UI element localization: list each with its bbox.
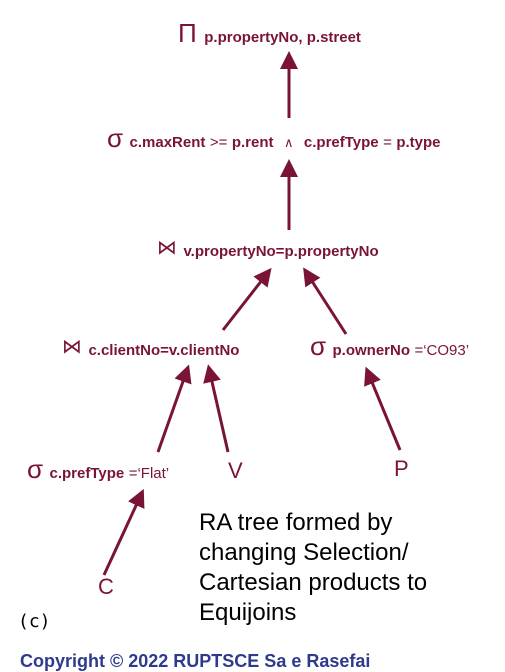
copyright-footer: Copyright © 2022 RUPTSCE Sa e Rasefai xyxy=(20,651,371,671)
join-client-symbol: ⋈ xyxy=(62,336,82,358)
join-property-node: ⋈ v.propertyNo=p.propertyNo xyxy=(157,237,379,260)
selection-preftype-attr: c.prefType xyxy=(50,465,125,482)
selection-rent-attr-a: c.maxRent xyxy=(130,134,206,151)
figure-caption: RA tree formed by changing Selection/ Ca… xyxy=(199,508,499,628)
selection-rent-node: σ c.maxRent >= p.rent ∧ c.prefType = p.t… xyxy=(107,123,441,153)
selection-owner-literal: =‘CO93’ xyxy=(414,342,469,359)
caption-line-4: Equijoins xyxy=(199,599,297,626)
projection-symbol: Π xyxy=(178,18,197,48)
caption-line-1: RA tree formed by xyxy=(199,509,393,536)
selection-rent-attr-b: p.rent xyxy=(232,134,274,151)
selection-rent-and-symbol: ∧ xyxy=(284,135,294,150)
selection-rent-op-a: >= xyxy=(210,134,228,151)
leaf-v: V xyxy=(228,458,243,483)
edge-v-to-join-client xyxy=(203,364,230,453)
selection-rent-attr-c: c.prefType xyxy=(304,134,379,151)
join-property-symbol: ⋈ xyxy=(157,237,177,259)
join-client-node: ⋈ c.clientNo=v.clientNo xyxy=(62,336,239,359)
edge-selection-owner-to-join-property xyxy=(303,267,348,335)
selection-rent-op-b: = xyxy=(383,134,392,151)
selection-owner-symbol: σ xyxy=(310,331,326,361)
leaf-p: P xyxy=(394,456,409,481)
projection-node: Π p.propertyNo, p.street xyxy=(178,18,361,48)
projection-attributes: p.propertyNo, p.street xyxy=(204,29,361,46)
join-property-condition: v.propertyNo=p.propertyNo xyxy=(183,243,378,260)
selection-preftype-node: σ c.prefType =‘Flat’ xyxy=(27,454,169,484)
edge-join-client-to-join-property xyxy=(221,267,272,331)
figure-label: (c) xyxy=(18,611,51,632)
caption-line-2: changing Selection/ xyxy=(199,539,409,566)
join-client-condition: c.clientNo=v.clientNo xyxy=(88,342,239,359)
selection-rent-symbol: σ xyxy=(107,123,123,153)
edge-c-to-selection-preftype xyxy=(102,488,145,576)
leaf-c: C xyxy=(98,574,114,599)
edge-selection-preftype-to-join-client xyxy=(156,364,192,453)
caption-line-3: Cartesian products to xyxy=(199,569,428,596)
selection-preftype-symbol: σ xyxy=(27,454,43,484)
edge-p-to-selection-owner xyxy=(364,366,402,451)
selection-owner-attr: p.ownerNo xyxy=(333,342,411,359)
selection-rent-attr-d: p.type xyxy=(396,134,440,151)
selection-preftype-literal: =‘Flat’ xyxy=(129,465,169,482)
selection-owner-node: σ p.ownerNo =‘CO93’ xyxy=(310,331,469,361)
